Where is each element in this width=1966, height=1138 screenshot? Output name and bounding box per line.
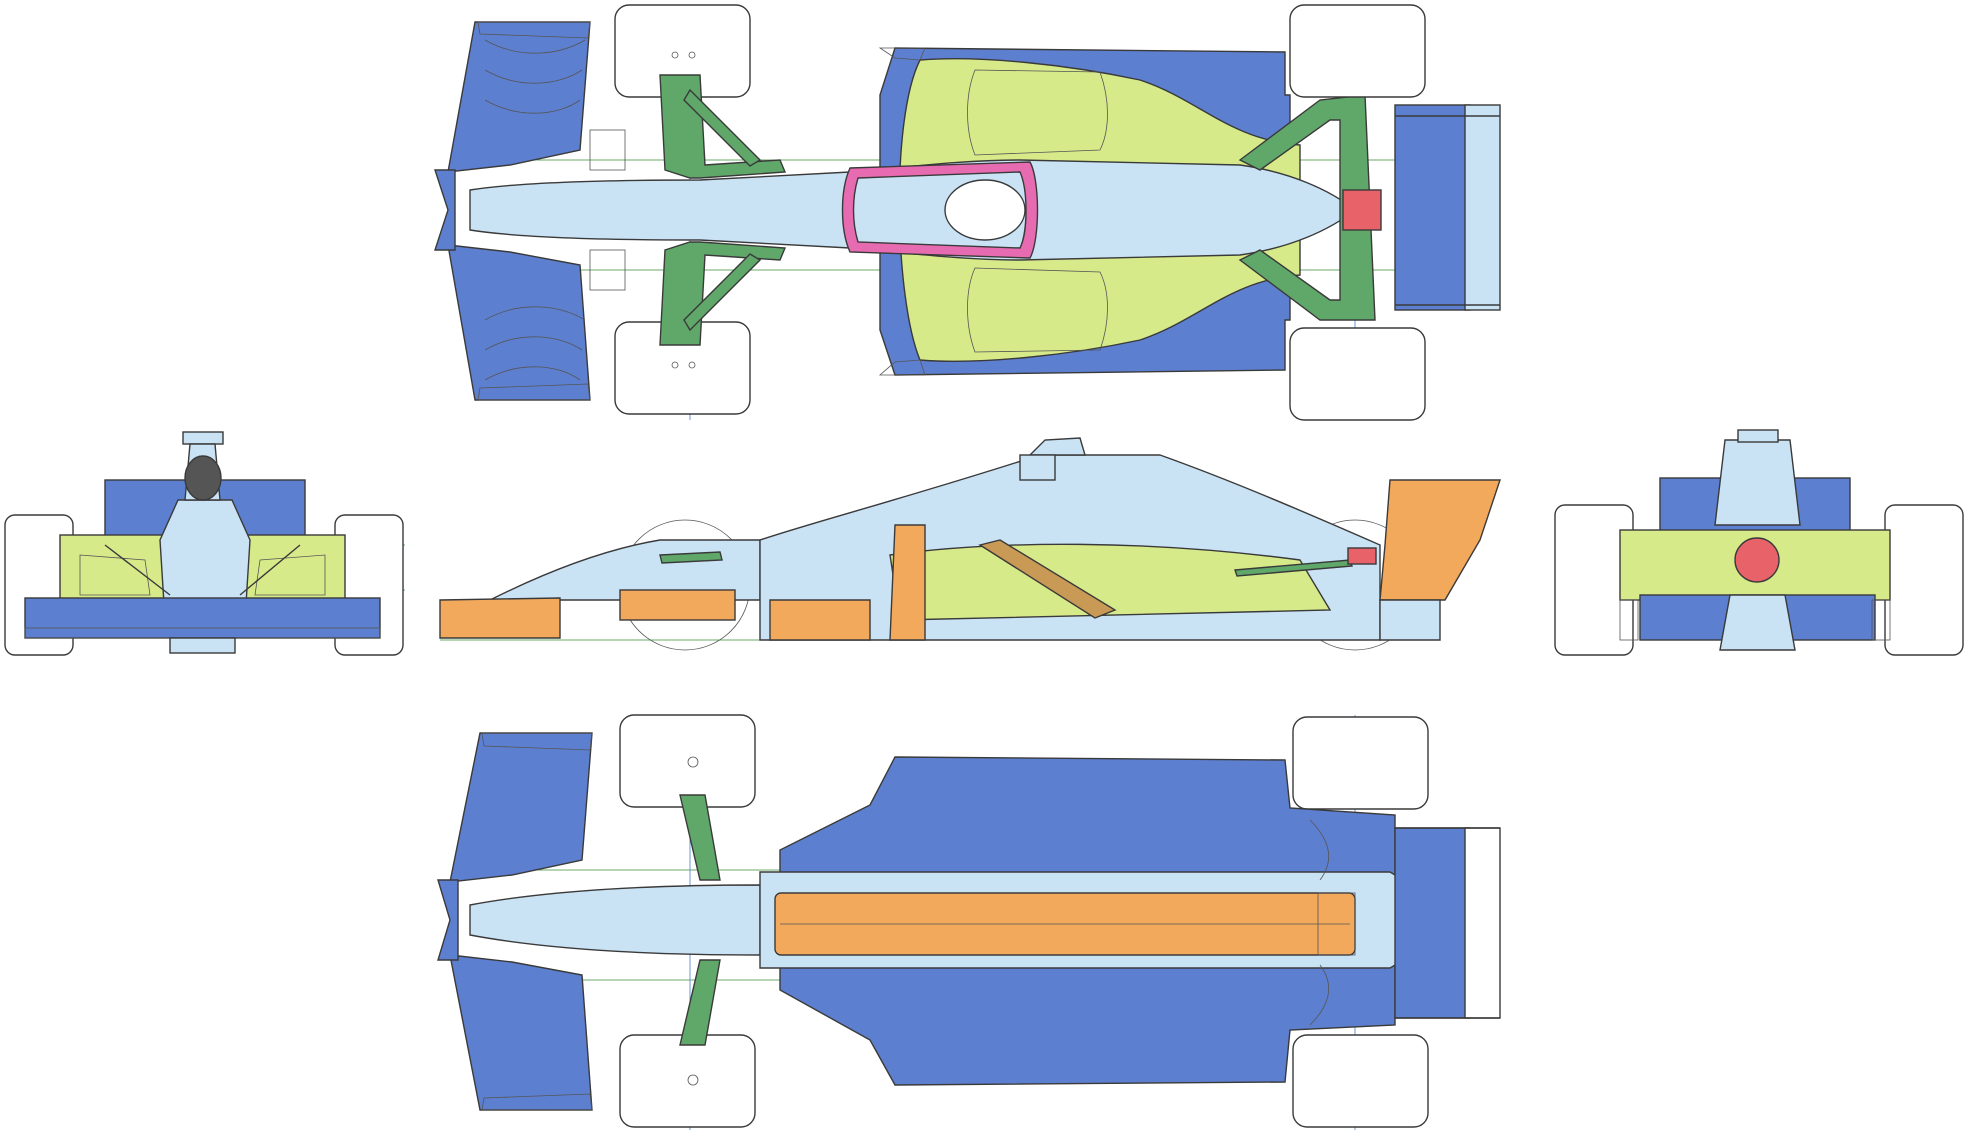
bottom-view-nose-underside [469, 884, 761, 956]
bottom-view-front-suspension-upper [679, 794, 721, 881]
rear-view-camera [1737, 429, 1779, 443]
side-view-sidepod [889, 543, 1332, 621]
side-view-rear-suspension [1234, 559, 1353, 577]
rear-view-rear-light [1734, 537, 1780, 583]
top-view-wheel-nut [671, 361, 679, 369]
top-view-bargeboard-accent [878, 359, 926, 376]
top-view-front-wing-lower [447, 244, 591, 401]
top-view-rear-wing [1394, 104, 1471, 311]
bottom-view-rear-right-tyre [1292, 1034, 1429, 1128]
bottom-view-front-wing-endplate-lower [481, 1093, 593, 1111]
bottom-view-front-wing-lower [449, 954, 593, 1111]
front-view-driver-helmet [184, 455, 222, 501]
bottom-view-front-left-tyre [619, 714, 756, 808]
bottom-view-rear-left-tyre [1292, 716, 1429, 810]
front-view-camera [182, 431, 224, 445]
rear-view-right-tyre [1884, 504, 1964, 656]
bottom-view-front-suspension-lower [679, 959, 721, 1046]
top-view-mirror [589, 249, 626, 291]
front-view-suspension-arm [239, 544, 301, 596]
top-view-front-wing-endplate-lower [477, 383, 591, 401]
side-view-camera-pod [1019, 454, 1056, 481]
bottom-view-diffuser-strakes [1309, 819, 1329, 1026]
rear-view-crash-structure [1719, 594, 1796, 651]
rear-view [1554, 429, 1964, 656]
top-view-radiator-upper [967, 69, 1108, 156]
top-view-front-wing-flap-lines [484, 306, 586, 381]
top-view-front-wing-endplate-upper [477, 21, 591, 39]
top-view-wheel-nut [688, 361, 696, 369]
bottom-view-front-wing-nose-plate [437, 879, 459, 961]
top-view-wheel-nut [671, 51, 679, 59]
top-view-front-wing-upper [447, 21, 591, 173]
bottom-view [437, 714, 1501, 1130]
rear-view-brake-duct [1871, 599, 1891, 641]
top-view-driver-helmet [944, 179, 1026, 241]
top-view-rear-wing-endplate [1464, 104, 1501, 311]
side-view-front-suspension [659, 551, 723, 564]
top-view-rear-right-tyre [1289, 327, 1426, 421]
front-view [4, 431, 405, 656]
front-view-front-wing [24, 597, 381, 639]
rear-view-airbox [1714, 439, 1801, 526]
side-view-rear-wing-endplate [1379, 479, 1501, 601]
side-view [439, 437, 1501, 651]
top-view-radiator-lower [967, 267, 1108, 353]
bottom-view-rear-wing [1394, 827, 1471, 1019]
side-view-brake-duct [619, 589, 736, 621]
front-view-suspension-arm [104, 544, 171, 596]
top-view-rear-left-tyre [1289, 4, 1426, 98]
side-view-sidepod-wing [889, 524, 926, 641]
top-view [434, 4, 1501, 421]
bottom-view-plank-skid [1317, 892, 1356, 956]
top-view-front-wishbone [683, 253, 762, 332]
side-view-rear-light [1347, 547, 1377, 565]
side-view-bargeboard [769, 599, 871, 641]
bottom-view-front-wing-upper [449, 732, 593, 883]
bottom-view-wheel-nut [687, 1074, 699, 1086]
top-view-wheel-nut [688, 51, 696, 59]
bottom-view-front-right-tyre [619, 1034, 756, 1128]
side-view-radiator-strip [978, 539, 1117, 619]
side-view-airbox [1028, 437, 1086, 456]
top-view-front-wing-flap-lines [484, 39, 586, 114]
side-view-diffuser [1379, 599, 1441, 641]
bottom-view-front-wing-endplate-upper [481, 732, 593, 751]
rear-view-brake-duct [1619, 599, 1639, 641]
bottom-view-wheel-nut [687, 756, 699, 768]
front-view-radiator-right [254, 554, 326, 596]
top-view-bargeboard-accent [878, 47, 926, 61]
top-view-rear-light [1342, 189, 1382, 231]
top-view-front-wishbone [683, 88, 762, 167]
side-view-front-wing [439, 597, 561, 639]
front-view-nose-tip [169, 637, 236, 654]
top-view-front-wing-nose-plate [434, 169, 456, 251]
bottom-view-rear-wing-endplate [1464, 827, 1501, 1019]
top-view-mirror [589, 129, 626, 171]
